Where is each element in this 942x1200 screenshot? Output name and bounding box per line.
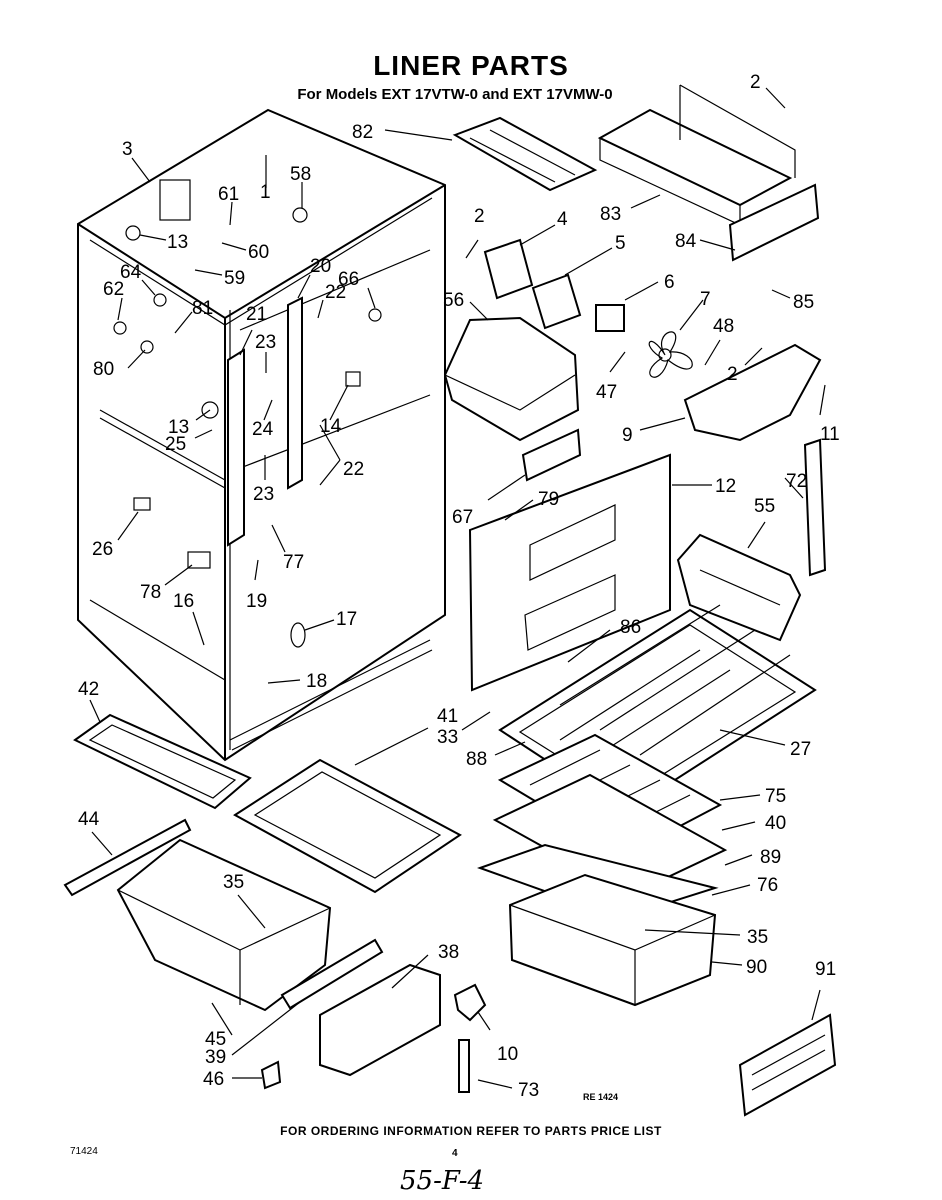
part-label: 84 — [675, 231, 697, 252]
part-label: 59 — [224, 268, 245, 289]
fresh-food-parts — [63, 604, 837, 1117]
part-label: 22 — [343, 459, 364, 480]
page-number: 4 — [452, 1148, 458, 1159]
part-label: 89 — [760, 847, 781, 868]
part-label: 88 — [466, 749, 487, 770]
part-label: 26 — [92, 539, 113, 560]
part-label: 9 — [622, 425, 633, 446]
part-label: 11 — [820, 424, 840, 445]
part-label: 40 — [765, 813, 786, 834]
part-label: 44 — [78, 809, 100, 830]
part-label: 66 — [338, 269, 359, 290]
part-label: 10 — [497, 1044, 518, 1065]
part-number-labels: 2 82 3 1 58 61 13 60 59 64 62 20 66 22 8… — [78, 72, 840, 1102]
part-label: 81 — [192, 298, 213, 319]
part-label: 45 — [205, 1029, 226, 1050]
freezer-parts — [443, 84, 827, 692]
part-label: 55 — [754, 496, 775, 517]
document-number: 71424 — [70, 1146, 98, 1157]
ordering-footer: FOR ORDERING INFORMATION REFER TO PARTS … — [280, 1124, 662, 1138]
model-subtitle: For Models EXT 17VTW-0 and EXT 17VMW-0 — [297, 86, 613, 103]
part-label: 83 — [600, 204, 621, 225]
part-label: 91 — [815, 959, 836, 980]
cabinet-liner — [77, 108, 446, 762]
part-label: 13 — [167, 232, 188, 253]
part-label: 23 — [253, 484, 274, 505]
part-label: 82 — [352, 122, 373, 143]
part-label: 1 — [260, 182, 271, 203]
part-label: 47 — [596, 382, 617, 403]
leader-lines — [89, 87, 826, 1089]
part-label: 2 — [727, 364, 738, 385]
part-label: 39 — [205, 1047, 226, 1068]
part-label: 85 — [793, 292, 814, 313]
part-label: 21 — [246, 304, 267, 325]
part-label: 78 — [140, 582, 161, 603]
part-label: 73 — [518, 1080, 539, 1101]
part-label: 58 — [290, 164, 311, 185]
part-label: 16 — [173, 591, 194, 612]
part-label: 38 — [438, 942, 459, 963]
part-label: 18 — [306, 671, 327, 692]
part-label: 46 — [203, 1069, 224, 1090]
part-label: 2 — [474, 206, 485, 227]
part-label: 2 — [750, 72, 761, 93]
part-label: 17 — [336, 609, 357, 630]
part-label: 20 — [310, 256, 331, 277]
part-label: 13 — [168, 417, 189, 438]
part-label: 61 — [218, 184, 239, 205]
part-label: 4 — [557, 209, 568, 230]
part-label: 6 — [664, 272, 675, 293]
part-label: 35 — [223, 872, 244, 893]
part-label: 23 — [255, 332, 276, 353]
part-label: 22 — [325, 282, 346, 303]
part-label: 90 — [746, 957, 767, 978]
part-label: 5 — [615, 233, 626, 254]
part-label: 12 — [715, 476, 736, 497]
part-label: 62 — [103, 279, 124, 300]
part-label: 75 — [765, 786, 786, 807]
drawing-stamp: RE 1424 — [583, 1092, 618, 1102]
part-label: 80 — [93, 359, 114, 380]
part-label: 86 — [620, 617, 641, 638]
part-label: 77 — [283, 552, 304, 573]
part-label: 7 — [700, 289, 711, 310]
part-label: 33 — [437, 727, 458, 748]
part-label: 64 — [120, 262, 142, 283]
part-label: 48 — [713, 316, 734, 337]
part-label: 14 — [320, 416, 342, 437]
part-label: 19 — [246, 591, 267, 612]
part-label: 60 — [248, 242, 269, 263]
part-label: 41 — [437, 706, 458, 727]
part-label: 3 — [122, 139, 133, 160]
part-label: 56 — [443, 290, 464, 311]
part-label: 25 — [165, 434, 186, 455]
part-label: 27 — [790, 739, 811, 760]
part-label: 72 — [786, 471, 807, 492]
part-label: 67 — [452, 507, 473, 528]
page-title: LINER PARTS — [373, 50, 569, 81]
part-label: 79 — [538, 489, 559, 510]
part-label: 76 — [757, 875, 778, 896]
handwritten-note: 55-F-4 — [400, 1166, 485, 1196]
part-label: 35 — [747, 927, 768, 948]
part-label: 24 — [252, 419, 274, 440]
part-label: 42 — [78, 679, 99, 700]
